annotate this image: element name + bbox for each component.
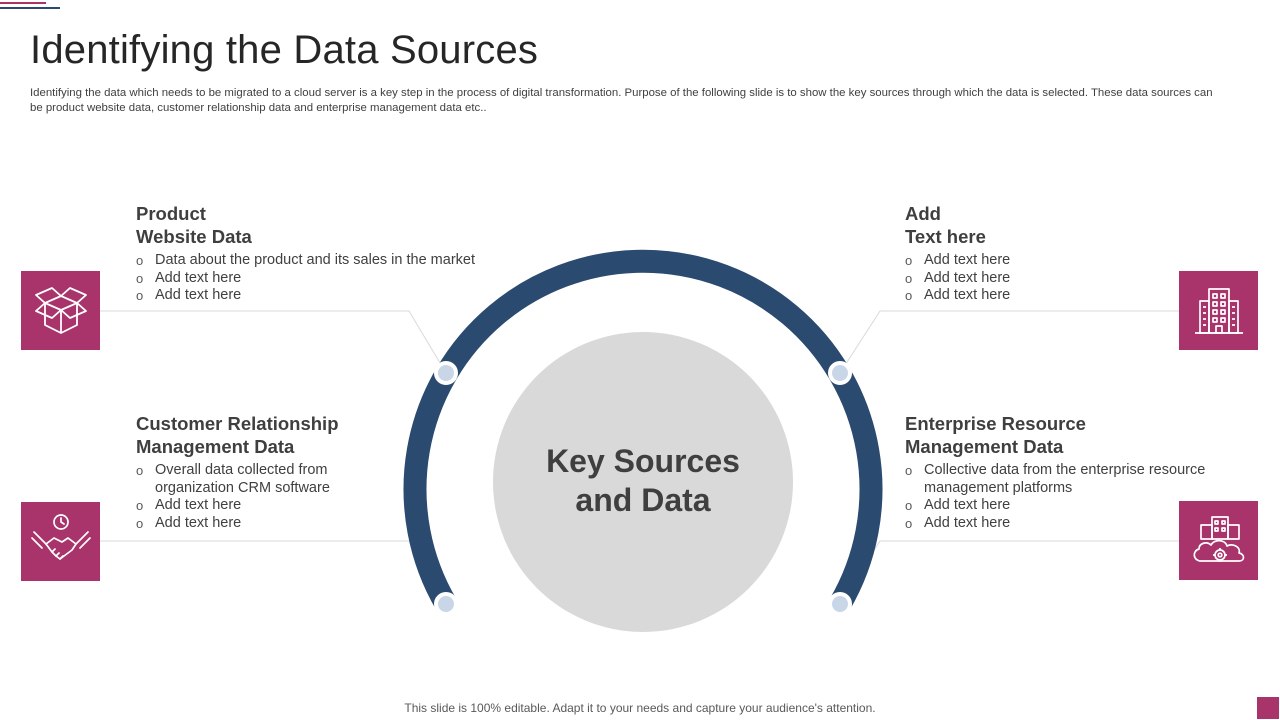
slide-description: Identifying the data which needs to be m… [30,87,1213,114]
block-title: Enterprise Resource Management Data [905,413,1086,457]
cloud-server-icon [1193,515,1244,562]
block-title: Product Website Data [136,203,252,247]
center-label-line2: and Data [575,482,711,518]
slide-title: Identifying the Data Sources [30,28,539,72]
block-title: Add Text here [905,203,986,247]
bullet-glyph: o [905,288,913,304]
office-building-icon [1194,287,1243,334]
icon-box-product [21,271,100,350]
center-label: Key Sources and Data [494,442,792,520]
bullet-glyph: o [905,253,913,268]
center-label-line1: Key Sources [546,443,740,479]
bullet-glyph: o [905,516,913,532]
connector-top-right [839,310,1180,374]
bullet-glyph: o [136,270,144,286]
arc-node-top-left [434,361,458,385]
accent-line-navy [0,7,60,9]
handshake-icon [30,513,91,560]
open-box-icon [34,286,87,334]
corner-accent-square [1257,697,1279,719]
connector-bottom-left [99,540,447,605]
bullet-glyph: o [905,463,913,478]
footer-note: This slide is 100% editable. Adapt it to… [404,701,876,715]
block-title: Customer Relationship Management Data [136,413,339,457]
top-accent-lines [0,0,60,10]
accent-line-pink [0,2,46,4]
semicircle-arc [403,249,883,610]
bullet-glyph: o [136,253,144,268]
icon-box-add-text [1179,271,1258,350]
icon-box-crm [21,502,100,581]
arc-nodes [434,361,852,616]
arc-node-bottom-left [434,592,458,616]
connector-bottom-right [839,540,1180,605]
bullet-glyph: o [136,463,144,478]
arc-node-bottom-right [828,592,852,616]
bullet-glyph: o [905,498,913,514]
bullet-glyph: o [905,270,913,286]
center-circle [493,332,793,632]
icon-box-enterprise [1179,501,1258,580]
bullet-glyph: o [136,516,144,532]
connector-top-left [100,310,447,374]
bullet-glyph: o [136,288,144,304]
bullet-glyph: o [136,498,144,514]
arc-node-top-right [828,361,852,385]
